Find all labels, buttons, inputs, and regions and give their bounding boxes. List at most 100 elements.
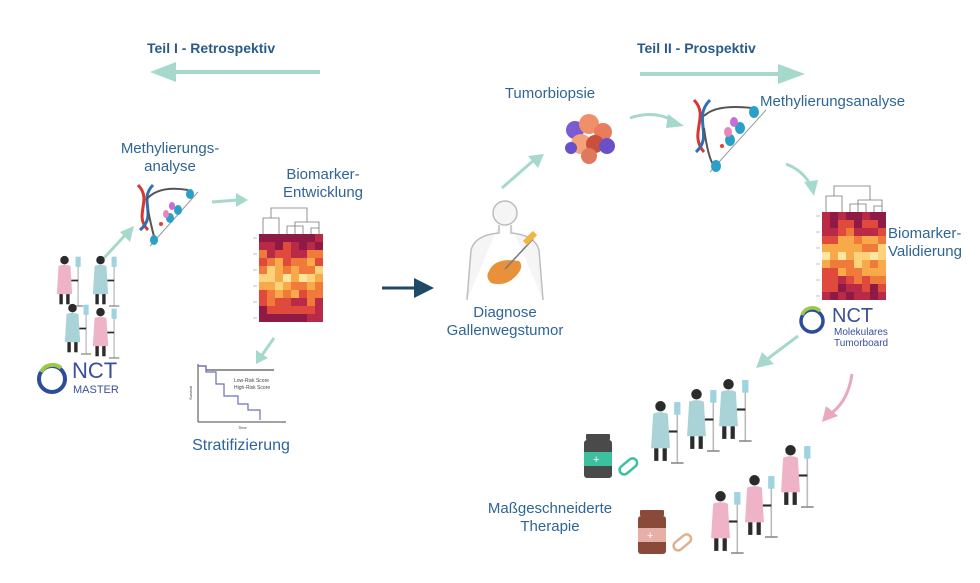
heatmap-cell bbox=[822, 244, 830, 252]
heatmap-cell bbox=[307, 234, 315, 242]
heatmap-cell bbox=[307, 266, 315, 274]
heatmap-cell bbox=[838, 220, 846, 228]
heatmap-cell bbox=[838, 276, 846, 284]
heatmap-cell bbox=[870, 284, 878, 292]
nct-tumorboard-text: NCT bbox=[832, 305, 874, 327]
heatmap-cell bbox=[299, 290, 307, 298]
heatmap-cell bbox=[822, 220, 830, 228]
heatmap-cell bbox=[283, 250, 291, 258]
arrow-to-methylation-icon bbox=[102, 226, 134, 260]
tumor-cells-icon bbox=[565, 114, 615, 164]
heatmap-cell bbox=[307, 242, 315, 250]
heatmap-cell bbox=[315, 298, 323, 306]
heatmap-cell bbox=[878, 220, 886, 228]
arrow-to-stratification-icon bbox=[256, 337, 276, 364]
heatmap-cell bbox=[870, 260, 878, 268]
heatmap-cell bbox=[307, 298, 315, 306]
heatmap-cell bbox=[822, 228, 830, 236]
heatmap-cell bbox=[822, 276, 830, 284]
km-ylabel: Survival bbox=[188, 386, 193, 400]
heatmap-cell bbox=[838, 244, 846, 252]
arrow-main-icon bbox=[382, 278, 434, 298]
heatmap-cell bbox=[846, 244, 854, 252]
heatmap-cell bbox=[275, 282, 283, 290]
heatmap-cell bbox=[267, 306, 275, 314]
heatmap-cell bbox=[259, 298, 267, 306]
arrow-to-validation-icon bbox=[785, 162, 818, 196]
heatmap-cell bbox=[862, 212, 870, 220]
heatmap-cell bbox=[315, 242, 323, 250]
heatmap-cell bbox=[862, 220, 870, 228]
heatmap-cell bbox=[830, 292, 838, 300]
heatmap-cell bbox=[854, 244, 862, 252]
diagnosis-line1: Diagnose bbox=[473, 304, 537, 321]
heatmap-cell bbox=[838, 284, 846, 292]
heatmap-cell bbox=[846, 276, 854, 284]
heatmap-cell bbox=[854, 268, 862, 276]
patient-icon bbox=[651, 401, 684, 464]
heatmap-cell bbox=[267, 250, 275, 258]
heatmap-cell bbox=[846, 236, 854, 244]
survival-curve-icon: Low-Risk Score High-Risk Score Survival … bbox=[188, 364, 286, 430]
heatmap-cell bbox=[259, 290, 267, 298]
patient-icon bbox=[719, 379, 752, 442]
heatmap-cell bbox=[299, 298, 307, 306]
heatmap-cell bbox=[267, 298, 275, 306]
heatmap-cell bbox=[822, 268, 830, 276]
heatmap-cell bbox=[291, 298, 299, 306]
heatmap-cell bbox=[830, 276, 838, 284]
patient-icon bbox=[56, 255, 84, 307]
pill-icon bbox=[618, 457, 639, 476]
heatmap-cell bbox=[283, 266, 291, 274]
heatmap-cell bbox=[315, 266, 323, 274]
arrow-to-pink-patients-icon bbox=[822, 373, 854, 422]
heatmap-cell bbox=[838, 268, 846, 276]
svg-text:+: + bbox=[647, 530, 653, 542]
heatmap-cell bbox=[822, 236, 830, 244]
heatmap-cell bbox=[315, 290, 323, 298]
right-biomarker-line1: Biomarker- bbox=[888, 225, 962, 242]
heatmap-cell bbox=[862, 244, 870, 252]
heatmap-cell bbox=[299, 282, 307, 290]
heatmap-cell bbox=[291, 314, 299, 322]
heatmap-cell bbox=[830, 220, 838, 228]
heatmap-cell bbox=[299, 250, 307, 258]
left-biomarker-label: Biomarker- Entwicklung bbox=[258, 166, 388, 202]
heatmap-cell bbox=[315, 306, 323, 314]
heatmap-cell bbox=[259, 250, 267, 258]
heatmap-cell bbox=[854, 220, 862, 228]
heatmap-cell bbox=[299, 314, 307, 322]
heatmap-cell bbox=[299, 258, 307, 266]
heatmap-icon bbox=[253, 207, 323, 322]
stratification-label: Stratifizierung bbox=[192, 437, 290, 454]
heatmap-cell bbox=[862, 228, 870, 236]
heatmap-cell bbox=[846, 292, 854, 300]
heatmap-cell bbox=[259, 234, 267, 242]
heatmap-cell bbox=[283, 234, 291, 242]
heatmap-cell bbox=[830, 244, 838, 252]
heatmap-cell bbox=[275, 306, 283, 314]
patient-icon bbox=[781, 445, 814, 508]
arrow-to-biomarker-icon bbox=[211, 193, 248, 207]
heatmap-cell bbox=[854, 276, 862, 284]
diagnosis-line2: Gallenwegstumor bbox=[446, 322, 564, 339]
heatmap-cell bbox=[878, 252, 886, 260]
heatmap-cell bbox=[299, 242, 307, 250]
heatmap-cell bbox=[291, 242, 299, 250]
arrow-right-icon bbox=[640, 64, 805, 84]
heatmap-cell bbox=[838, 292, 846, 300]
heatmap-cell bbox=[275, 290, 283, 298]
heatmap-cell bbox=[315, 282, 323, 290]
heatmap-cell bbox=[830, 228, 838, 236]
heatmap-cell bbox=[267, 290, 275, 298]
heatmap-cell bbox=[846, 228, 854, 236]
heatmap-cell bbox=[275, 250, 283, 258]
heatmap-cell bbox=[870, 228, 878, 236]
heatmap-cell bbox=[307, 314, 315, 322]
therapy-line2: Therapie bbox=[520, 518, 580, 535]
heatmap-cell bbox=[862, 236, 870, 244]
heatmap-cell bbox=[307, 258, 315, 266]
heatmap-cell bbox=[878, 244, 886, 252]
right-biomarker-line2: Validierung bbox=[888, 243, 962, 260]
heatmap-cell bbox=[862, 268, 870, 276]
